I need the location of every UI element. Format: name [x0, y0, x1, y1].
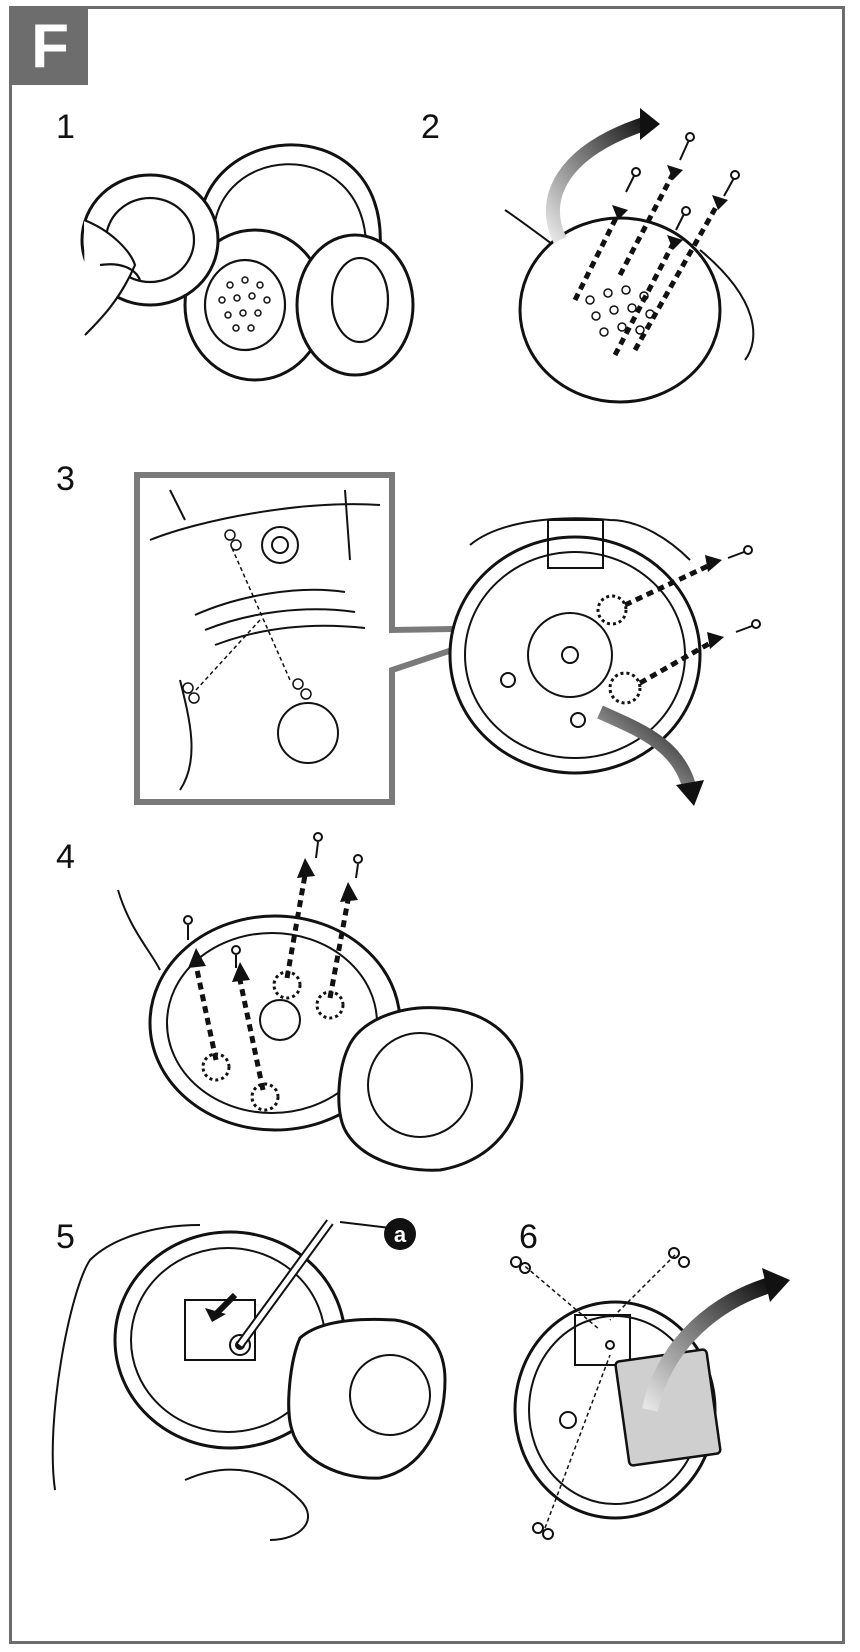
- step5-illustration: [53, 1222, 445, 1540]
- step3-illustration: [137, 475, 760, 806]
- step6-illustration: [511, 1248, 790, 1539]
- step2-illustration: [505, 108, 753, 402]
- step4-illustration: [118, 833, 522, 1170]
- step1-illustration: [82, 145, 413, 380]
- callout-a: a: [384, 1218, 416, 1250]
- callout-a-label: a: [394, 1222, 407, 1247]
